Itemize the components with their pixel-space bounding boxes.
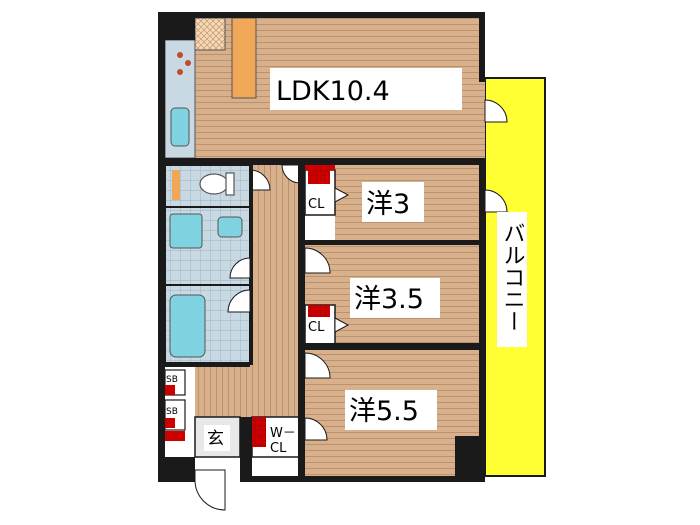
bedroom-2-label: 洋3.5 [354,284,424,315]
stove-burner [185,60,191,66]
stove-burner [177,69,183,75]
door-swing [484,189,508,213]
entrance-label: 玄 [207,429,224,449]
walk-in-closet-accent [252,417,266,447]
closet-2-accent [308,305,330,317]
wall-partition [158,158,485,165]
door-swing [304,247,331,274]
wall-partition [240,417,252,482]
bedroom-2-label-bg [350,278,440,318]
ldk-label: LDK10.4 [276,76,390,107]
wall-column [158,12,195,40]
bedroom-1-label-bg [362,182,424,222]
wall-partition [298,158,305,478]
balcony-label: バルコニー [500,222,525,332]
storage-block [305,165,335,170]
shoe-box-2-accent [165,418,175,428]
closet-door [334,317,350,333]
bedroom-3-label: 洋5.5 [349,396,419,427]
closet-door [334,187,350,203]
wall-outer-right-upper [479,12,485,82]
closet-1-accent [308,170,330,184]
door-swing [194,469,226,511]
sink-fixture [170,107,190,147]
closet-1-label: CL [308,197,325,212]
wall-partition [479,160,485,440]
stove-burner [177,52,183,58]
wash-basin [217,216,243,238]
wall-partition [305,240,485,245]
shoe-box-1-accent [165,385,175,395]
balcony-label-bg [497,212,527,347]
kitchen-column [231,17,257,99]
closet-2-label: CL [308,320,325,335]
shoe-box-2-label: SB [166,407,178,417]
hallway-floor [250,165,305,365]
toilet-cistern [225,172,235,196]
bathtub [169,294,206,358]
wall-partition [250,165,253,365]
wall-outer-top [158,12,485,18]
wall-partition [158,363,250,367]
door-swing [304,417,328,441]
bedroom-1-label: 洋3 [366,189,410,220]
wall-outer-left [158,12,165,482]
ldk-label-bg [270,68,462,110]
wall-column [455,436,485,482]
bedroom-3-label-bg [345,390,437,430]
fridge-space [194,17,226,51]
door-swing [304,352,331,379]
walk-in-closet-label-top: W－ [270,426,296,441]
walk-in-closet-label-bottom: CL [270,441,287,456]
door-swing [484,99,508,123]
wall-partition [158,457,195,482]
wall-outer-bottom [240,476,485,482]
shoe-box-1-label: SB [166,375,178,385]
entrance-label-bg [204,425,230,451]
toilet-bowl [199,173,229,195]
door-swing [229,257,251,279]
toilet-tank [172,170,180,200]
washing-machine [169,213,203,249]
storage-block [165,431,185,441]
door-swing [227,289,251,313]
entrance-hall-floor [195,365,305,417]
wall-partition [305,343,485,350]
door-swing [249,169,271,191]
